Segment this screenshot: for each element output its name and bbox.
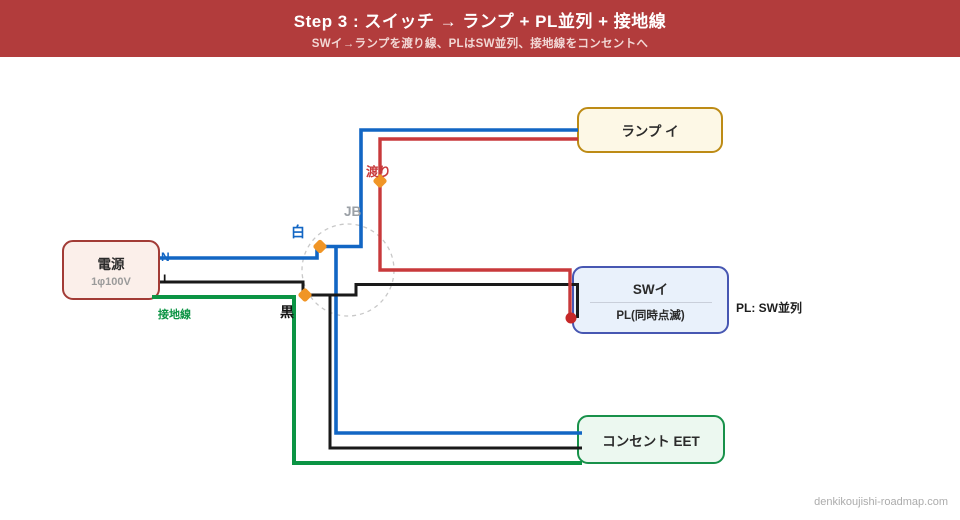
node-outlet-eet: コンセント EET — [577, 415, 725, 464]
ground-wire-label: 接地線 — [158, 309, 191, 321]
ground-wire-green — [152, 295, 582, 465]
switched-wire-red-crossover — [378, 137, 578, 318]
node-switch: SWイ PL(同時点滅) — [572, 266, 729, 334]
pilot-lamp-label: PL(同時点滅) — [616, 309, 685, 322]
lamp-label: ランプ イ — [621, 124, 679, 139]
neutral-wire-blue-main — [160, 128, 578, 260]
connector-dot-black — [298, 288, 312, 302]
node-power-source: 電源 1φ100V — [62, 240, 160, 300]
page-title: Step 3 : スイッチ → ランプ + PL並列 + 接地線 — [293, 12, 667, 31]
outlet-label: コンセント EET — [602, 433, 700, 449]
live-wire-black-main — [160, 280, 579, 318]
switch-label: SWイ — [632, 281, 669, 297]
pl-parallel-note: PL: SW並列 — [736, 301, 802, 315]
live-terminal-label: L — [163, 272, 171, 286]
neutral-terminal-label: N — [161, 250, 170, 264]
junction-box-label: JB — [344, 204, 362, 219]
power-source-label: 電源 — [97, 256, 125, 272]
black-wire-label: 黒 — [280, 304, 294, 320]
white-wire-label: 白 — [291, 224, 305, 240]
junction-box-circle — [301, 223, 395, 317]
crossover-wire-label: 渡り — [366, 165, 392, 179]
switch-divider — [589, 301, 712, 303]
header-bar: Step 3 : スイッチ → ランプ + PL並列 + 接地線 SWイ→ランプ… — [0, 0, 960, 57]
connector-dot-white — [313, 239, 327, 254]
site-watermark: denkikoujishi-roadmap.com — [814, 496, 948, 508]
live-wire-black-branch-outlet — [328, 295, 582, 450]
node-lamp: ランプ イ — [577, 107, 723, 153]
page-subtitle: SWイ→ランプを渡り線、PLはSW並列、接地線をコンセントへ — [311, 38, 649, 50]
power-voltage-label: 1φ100V — [91, 275, 131, 288]
neutral-wire-blue-branch-outlet — [334, 246, 582, 435]
